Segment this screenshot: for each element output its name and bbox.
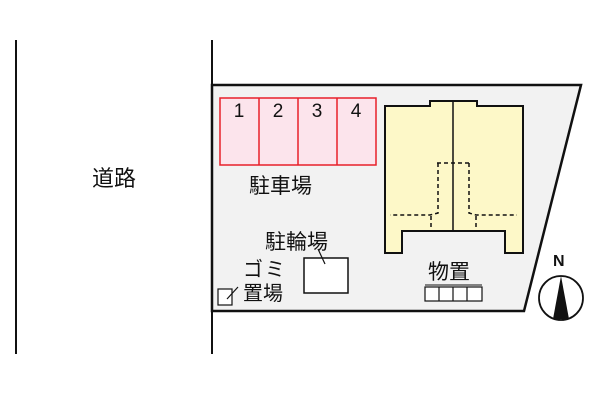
compass-icon: [538, 275, 584, 321]
garbage-area-leader: [226, 286, 239, 300]
storage-label: 物置: [428, 260, 470, 284]
parking-slot-3: 3: [311, 101, 323, 122]
parking-slot-4: 4: [350, 101, 362, 122]
storage-units: [424, 284, 483, 302]
garbage-area-box: [217, 288, 233, 306]
garbage-area-label-line2: 置場: [243, 281, 283, 305]
parking-slot-2: 2: [272, 101, 284, 122]
parking-slot-1: 1: [233, 101, 245, 122]
bicycle-parking-label: 駐輪場: [265, 230, 328, 254]
bicycle-parking-box: [303, 257, 349, 294]
bicycle-parking-leader: [317, 248, 326, 265]
parking-label: 駐車場: [249, 174, 312, 198]
compass-north-label: N: [553, 253, 565, 270]
garbage-area-label-line1: ゴミ: [243, 257, 287, 281]
road-label: 道路: [92, 167, 137, 192]
parking-area: [219, 97, 377, 166]
building: [384, 100, 524, 254]
